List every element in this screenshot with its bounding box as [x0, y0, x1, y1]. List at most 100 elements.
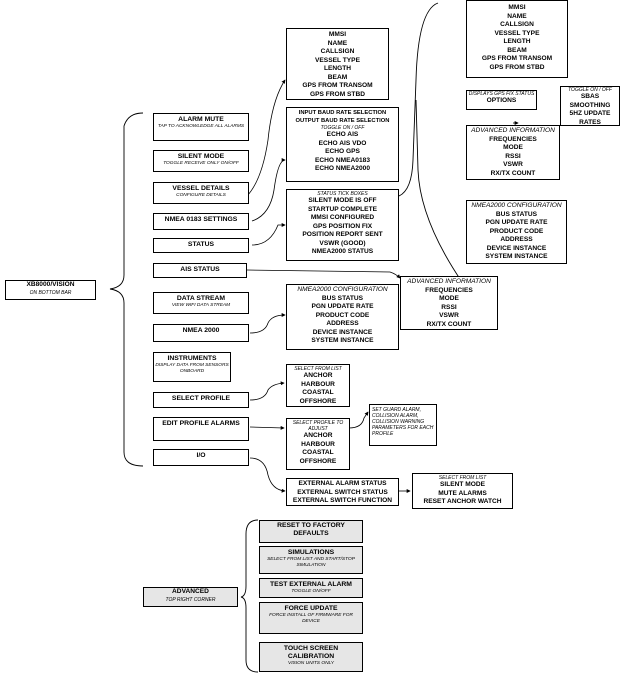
menu-title: DATA STREAM — [176, 295, 226, 302]
menu-status[interactable]: STATUS — [153, 238, 249, 253]
adv-force-update[interactable]: FORCE UPDATE FORCE INSTALL OF FIRMWARE F… — [259, 602, 363, 634]
menu-title: SILENT MODE — [177, 153, 225, 160]
setting-item: OUTPUT BAUD RATE SELECTION — [295, 117, 390, 124]
io-item: EXTERNAL SWITCH FUNCTION — [292, 497, 393, 504]
menu-subtitle: CONFIGURE DETAILS — [176, 193, 226, 198]
setting-item: ECHO GPS — [325, 148, 360, 155]
adv-simulations[interactable]: SIMULATIONS SELECT FROM LIST AND START/S… — [259, 546, 363, 574]
adv-title: TEST EXTERNAL ALARM — [270, 581, 352, 588]
info-item: MODE — [503, 144, 523, 151]
config-item: BUS STATUS — [495, 210, 538, 218]
io-item: EXTERNAL SWITCH STATUS — [297, 488, 388, 496]
menu-title: STATUS — [187, 241, 215, 248]
menu-nmea0183-settings[interactable]: NMEA 0183 SETTINGS — [153, 213, 249, 230]
advanced-node[interactable]: ADVANCED TOP RIGHT CORNER — [143, 587, 238, 607]
menu-alarm-mute[interactable]: ALARM MUTE TAP TO ACKNOWLEDGE ALL ALARMS — [153, 113, 249, 141]
menu-subtitle: VIEW WIFI DATA STREAM — [171, 303, 231, 308]
io-list-item[interactable]: MUTE ALARMS — [438, 489, 487, 497]
profile-caption: SELECT PROFILE TO ADJUST — [292, 420, 344, 432]
select-profile-panel: SELECT FROM LIST ANCHOR HARBOUR COASTAL … — [286, 364, 350, 407]
adv-title: TOUCH SCREEN CALIBRATION — [283, 645, 339, 660]
nmea2000-config-panel: NMEA2000 CONFIGURATION BUS STATUS PGN UP… — [286, 284, 399, 350]
profile-item[interactable]: COASTAL — [302, 449, 334, 456]
toggle-caption: TOGGLE ON / OFF — [320, 125, 365, 131]
nmea2000-caption: NMEA2000 CONFIGURATION — [471, 202, 562, 209]
advanced-caption: ADVANCED INFORMATION — [407, 278, 491, 285]
menu-vessel-details[interactable]: VESSEL DETAILS CONFIGURE DETAILS — [153, 182, 249, 204]
profile-item[interactable]: COASTAL — [302, 389, 334, 396]
io-list-item[interactable]: RESET ANCHOR WATCH — [423, 498, 502, 505]
config-item: PGN UPDATE RATE — [485, 219, 548, 226]
toggle-item: SBAS — [580, 93, 600, 100]
menu-title: AIS STATUS — [180, 266, 220, 273]
detail-item: MMSI — [328, 31, 347, 38]
setting-item: ECHO AIS VDO — [318, 139, 367, 147]
toggle-caption: TOGGLE ON / OFF — [568, 87, 612, 93]
config-item: PRODUCT CODE — [489, 227, 544, 235]
status-item: POSITION REPORT SENT — [302, 231, 383, 238]
config-item: BUS STATUS — [321, 294, 364, 302]
detail-item: MMSI — [508, 4, 526, 11]
profile-item[interactable]: HARBOUR — [301, 440, 335, 448]
config-item: ADDRESS — [326, 320, 359, 327]
profile-item[interactable]: HARBOUR — [301, 380, 335, 388]
menu-ais-status[interactable]: AIS STATUS — [153, 263, 247, 278]
adv-subtitle: SELECT FROM LIST AND START/STOP SIMULATI… — [267, 557, 355, 568]
menu-title: SELECT PROFILE — [171, 395, 231, 402]
menu-data-stream[interactable]: DATA STREAM VIEW WIFI DATA STREAM — [153, 292, 249, 314]
nmea2000-caption: NMEA2000 CONFIGURATION — [297, 286, 388, 293]
detail-item: GPS FROM STBD — [489, 63, 545, 71]
adv-touch-calibration[interactable]: TOUCH SCREEN CALIBRATION VISION UNITS ON… — [259, 642, 363, 672]
detail-item: LENGTH — [323, 65, 352, 72]
detail-item: GPS FROM TRANSOM — [481, 55, 553, 62]
vessel-details-panel: MMSI NAME CALLSIGN VESSEL TYPE LENGTH BE… — [286, 28, 389, 100]
info-item: FREQUENCIES — [425, 286, 473, 294]
io-external-panel: EXTERNAL ALARM STATUS EXTERNAL SWITCH ST… — [286, 478, 399, 506]
menu-io[interactable]: I/O — [153, 449, 249, 466]
status-caption: STATUS TICK BOXES — [317, 191, 368, 197]
status-item: GPS POSITION FIX — [312, 222, 373, 230]
gps-caption: DISPLAYS GPS FIX STATUS — [468, 91, 535, 97]
profile-item[interactable]: ANCHOR — [303, 432, 333, 439]
adv-reset-factory[interactable]: RESET TO FACTORY DEFAULTS — [259, 520, 363, 543]
nmea0183-panel: INPUT BAUD RATE SELECTION OUTPUT BAUD RA… — [286, 107, 399, 182]
detail-item: LENGTH — [503, 38, 531, 45]
menu-edit-profile-alarms[interactable]: EDIT PROFILE ALARMS — [153, 417, 249, 441]
setting-item: ECHO AIS — [326, 131, 359, 138]
gps-options-title: OPTIONS — [486, 97, 517, 104]
menu-title: INSTRUMENTS — [167, 355, 217, 362]
advanced-caption: ADVANCED INFORMATION — [471, 127, 555, 134]
root-node[interactable]: XB8000/VISION ON BOTTOM BAR — [5, 280, 96, 300]
gps-options-panel: DISPLAYS GPS FIX STATUS OPTIONS — [466, 90, 537, 110]
io-list-item[interactable]: SILENT MODE — [439, 481, 486, 488]
config-item: DEVICE INSTANCE — [312, 328, 373, 336]
gps-toggles-panel: TOGGLE ON / OFF SBAS SMOOTHING 5HZ UPDAT… — [560, 86, 620, 126]
menu-nmea2000[interactable]: NMEA 2000 — [153, 324, 249, 342]
profile-item[interactable]: OFFSHORE — [299, 397, 337, 405]
detail-item: NAME — [507, 12, 527, 20]
menu-silent-mode[interactable]: SILENT MODE TOGGLE RECEIVE ONLY ON/OFF — [153, 150, 249, 172]
adv-subtitle: FORCE INSTALL OF FIRMWARE FOR DEVICE — [269, 613, 353, 624]
config-item: SYSTEM INSTANCE — [485, 253, 548, 260]
status-panel: STATUS TICK BOXES SILENT MODE IS OFF STA… — [286, 189, 399, 261]
menu-title: VESSEL DETAILS — [172, 185, 230, 192]
profile-item[interactable]: ANCHOR — [303, 372, 333, 379]
menu-select-profile[interactable]: SELECT PROFILE — [153, 392, 249, 408]
adv-title: FORCE UPDATE — [284, 605, 338, 612]
info-item: FREQUENCIES — [489, 135, 537, 143]
menu-subtitle: TAP TO ACKNOWLEDGE ALL ALARMS — [157, 124, 245, 129]
config-item: DEVICE INSTANCE — [486, 244, 547, 252]
adv-test-external-alarm[interactable]: TEST EXTERNAL ALARM TOGGLE ON/OFF — [259, 578, 363, 598]
status-vessel-panel: MMSI NAME CALLSIGN VESSEL TYPE LENGTH BE… — [466, 0, 568, 78]
info-item: RSSI — [505, 152, 521, 160]
detail-item: NAME — [327, 39, 348, 47]
ais-advanced-panel: ADVANCED INFORMATION FREQUENCIES MODE RS… — [400, 276, 498, 330]
profile-item[interactable]: OFFSHORE — [299, 457, 337, 465]
info-item: VSWR — [439, 312, 459, 319]
info-item: RX/TX COUNT — [426, 320, 472, 328]
detail-item: CALLSIGN — [500, 21, 534, 28]
menu-instruments[interactable]: INSTRUMENTS DISPLAY DATA FROM SENSORS ON… — [153, 352, 231, 382]
config-item: PRODUCT CODE — [315, 311, 370, 319]
